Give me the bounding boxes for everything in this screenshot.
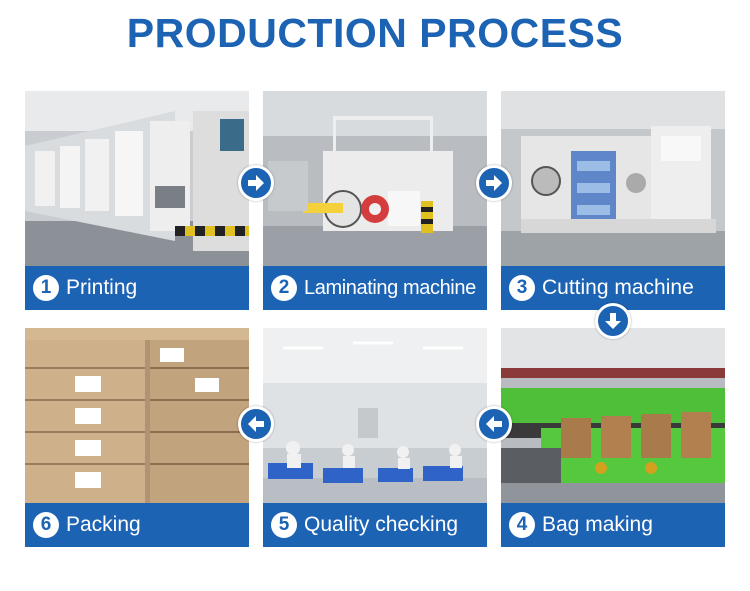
arrow-step-1-to-2 — [238, 165, 274, 201]
step-label-bar: 2 Laminating machine — [263, 266, 487, 310]
arrow-right-icon — [486, 175, 502, 191]
step-label-bar: 3 Cutting machine — [501, 266, 725, 310]
laminating-machine-photo — [263, 91, 487, 266]
step-number-badge: 1 — [33, 275, 59, 301]
arrow-step-2-to-3 — [476, 165, 512, 201]
printing-press-photo — [25, 91, 249, 266]
bag-making-line-photo — [501, 328, 725, 503]
arrow-right-icon — [248, 175, 264, 191]
arrow-step-3-to-4 — [595, 303, 631, 339]
quality-check-room-photo — [263, 328, 487, 503]
step-label: Packing — [66, 513, 141, 536]
arrow-down-icon — [605, 313, 621, 329]
step-label: Laminating machine — [304, 276, 476, 299]
step-label: Quality checking — [304, 513, 459, 536]
arrow-left-icon — [486, 416, 502, 432]
step-number-badge: 2 — [271, 275, 297, 301]
arrow-step-5-to-6 — [238, 406, 274, 442]
packed-cartons-photo — [25, 328, 249, 503]
arrow-left-icon — [248, 416, 264, 432]
step-label: Cutting machine — [542, 276, 694, 299]
step-card-packing: 6 Packing — [25, 328, 249, 547]
step-number-badge: 5 — [271, 512, 297, 538]
step-number-badge: 3 — [509, 275, 535, 301]
step-label: Bag making — [542, 513, 653, 536]
step-label-bar: 5 Quality checking — [263, 503, 487, 547]
step-label-bar: 1 Printing — [25, 266, 249, 310]
page-title: PRODUCTION PROCESS — [126, 10, 624, 56]
step-card-printing: 1 Printing — [25, 91, 249, 310]
step-card-quality-checking: 5 Quality checking — [263, 328, 487, 547]
step-card-cutting-machine: 3 Cutting machine — [501, 91, 725, 310]
step-number-badge: 6 — [33, 512, 59, 538]
step-label-bar: 6 Packing — [25, 503, 249, 547]
arrow-step-4-to-5 — [476, 406, 512, 442]
cutting-machine-photo — [501, 91, 725, 266]
step-number-badge: 4 — [509, 512, 535, 538]
step-label-bar: 4 Bag making — [501, 503, 725, 547]
step-label: Printing — [66, 276, 138, 299]
step-card-bag-making: 4 Bag making — [501, 328, 725, 547]
step-card-laminating-machine: 2 Laminating machine — [263, 91, 487, 310]
